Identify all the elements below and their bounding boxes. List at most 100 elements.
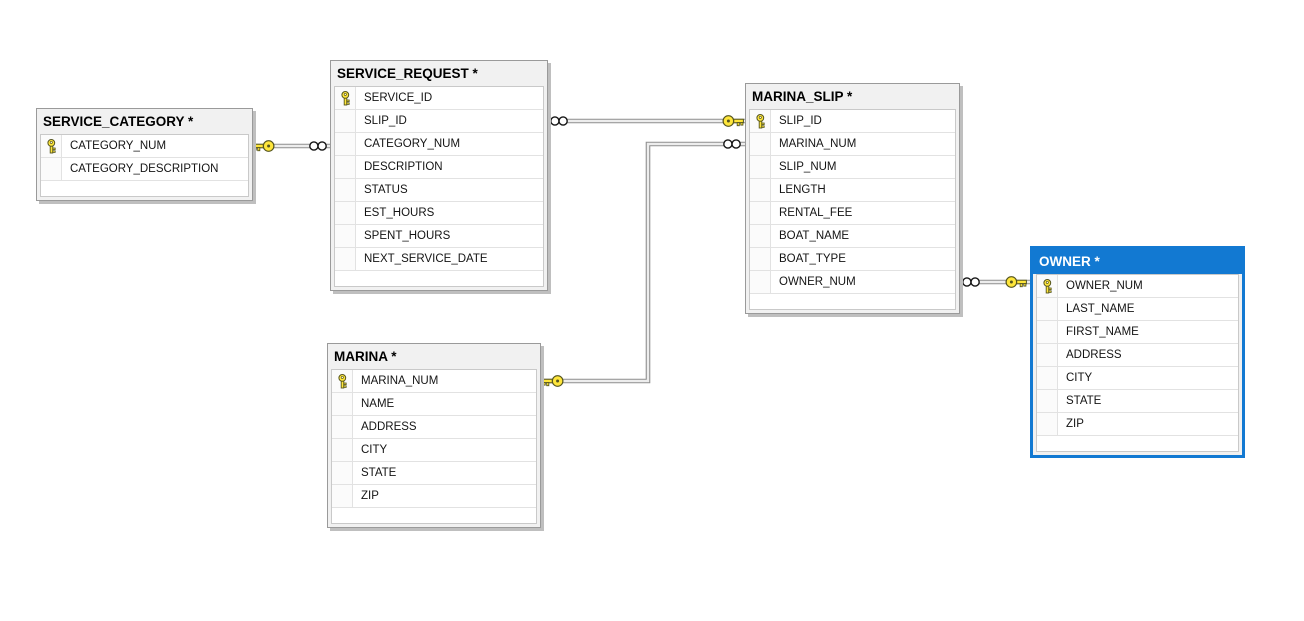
many-end-infinity-icon bbox=[309, 141, 327, 151]
key-cell-empty bbox=[335, 156, 356, 178]
column-name: NAME bbox=[361, 398, 395, 410]
column-name: OWNER_NUM bbox=[779, 276, 856, 288]
column-name: SLIP_ID bbox=[364, 115, 407, 127]
key-cell-empty bbox=[335, 225, 356, 247]
table-header[interactable]: OWNER * bbox=[1033, 249, 1242, 274]
column-name: NEXT_SERVICE_DATE bbox=[364, 253, 488, 265]
relationship-marina_slip-service_request[interactable] bbox=[548, 115, 745, 127]
column-row-state[interactable]: STATE bbox=[1037, 390, 1238, 413]
column-name: ADDRESS bbox=[1066, 349, 1122, 361]
key-cell-empty bbox=[332, 462, 353, 484]
column-row-state[interactable]: STATE bbox=[332, 462, 536, 485]
column-row-slip_num[interactable]: SLIP_NUM bbox=[750, 156, 955, 179]
relationship-owner-marina_slip[interactable] bbox=[960, 276, 1030, 288]
relationship-marina-marina_slip[interactable] bbox=[541, 139, 745, 387]
key-cell-empty bbox=[335, 110, 356, 132]
column-row-category_num[interactable]: CATEGORY_NUM bbox=[41, 135, 248, 158]
column-name: FIRST_NAME bbox=[1066, 326, 1139, 338]
table-columns: SERVICE_ID SLIP_ID CATEGORY_NUM DESCRIPTION… bbox=[334, 86, 544, 287]
many-end-infinity-icon bbox=[723, 139, 741, 149]
table-owner[interactable]: OWNER * OWNER_NUM LAST_NAME FIRST_NAME ADDR… bbox=[1030, 246, 1245, 458]
key-cell-empty bbox=[335, 133, 356, 155]
column-row-marina_num[interactable]: MARINA_NUM bbox=[750, 133, 955, 156]
column-row-est_hours[interactable]: EST_HOURS bbox=[335, 202, 543, 225]
column-name: CATEGORY_NUM bbox=[70, 140, 167, 152]
column-row-city[interactable]: CITY bbox=[1037, 367, 1238, 390]
column-row-owner_num[interactable]: OWNER_NUM bbox=[1037, 275, 1238, 298]
column-row-address[interactable]: ADDRESS bbox=[1037, 344, 1238, 367]
one-end-key-icon bbox=[722, 115, 745, 127]
column-name: SLIP_NUM bbox=[779, 161, 837, 173]
table-header[interactable]: SERVICE_CATEGORY * bbox=[43, 114, 194, 129]
column-row-owner_num[interactable]: OWNER_NUM bbox=[750, 271, 955, 294]
column-name: CITY bbox=[361, 444, 388, 456]
table-header[interactable]: MARINA_SLIP * bbox=[752, 89, 853, 104]
column-row-spent_hours[interactable]: SPENT_HOURS bbox=[335, 225, 543, 248]
column-row-boat_type[interactable]: BOAT_TYPE bbox=[750, 248, 955, 271]
key-cell-empty bbox=[750, 271, 771, 293]
many-end-infinity-icon bbox=[550, 116, 568, 126]
column-name: STATE bbox=[361, 467, 397, 479]
column-row-service_id[interactable]: SERVICE_ID bbox=[335, 87, 543, 110]
relationship-service_category-service_request[interactable] bbox=[253, 140, 330, 152]
key-cell-empty bbox=[41, 158, 62, 180]
column-row-zip[interactable]: ZIP bbox=[332, 485, 536, 508]
column-name: OWNER_NUM bbox=[1066, 280, 1143, 292]
table-header[interactable]: SERVICE_REQUEST * bbox=[337, 66, 478, 81]
one-end-key-icon bbox=[1005, 276, 1028, 288]
one-end-key-icon bbox=[253, 140, 275, 152]
column-name: CITY bbox=[1066, 372, 1093, 384]
column-row-slip_id[interactable]: SLIP_ID bbox=[335, 110, 543, 133]
column-row-slip_id[interactable]: SLIP_ID bbox=[750, 110, 955, 133]
key-cell-empty bbox=[750, 156, 771, 178]
column-name: ADDRESS bbox=[361, 421, 417, 433]
column-name: SERVICE_ID bbox=[364, 92, 433, 104]
empty-row bbox=[332, 508, 536, 523]
connector-line-highlight bbox=[541, 142, 745, 383]
key-icon bbox=[750, 110, 771, 132]
column-name: STATUS bbox=[364, 184, 408, 196]
column-row-name[interactable]: NAME bbox=[332, 393, 536, 416]
column-row-first_name[interactable]: FIRST_NAME bbox=[1037, 321, 1238, 344]
column-name: STATE bbox=[1066, 395, 1102, 407]
column-row-rental_fee[interactable]: RENTAL_FEE bbox=[750, 202, 955, 225]
column-name: LENGTH bbox=[779, 184, 826, 196]
column-name: CATEGORY_NUM bbox=[364, 138, 461, 150]
column-name: SLIP_ID bbox=[779, 115, 822, 127]
table-service_request[interactable]: SERVICE_REQUEST * SERVICE_ID SLIP_ID CATEG… bbox=[330, 60, 548, 291]
key-cell-empty bbox=[332, 416, 353, 438]
column-name: LAST_NAME bbox=[1066, 303, 1135, 315]
key-cell-empty bbox=[335, 179, 356, 201]
column-row-description[interactable]: DESCRIPTION bbox=[335, 156, 543, 179]
column-name: BOAT_TYPE bbox=[779, 253, 846, 265]
column-row-length[interactable]: LENGTH bbox=[750, 179, 955, 202]
column-name: DESCRIPTION bbox=[364, 161, 443, 173]
column-row-category_num[interactable]: CATEGORY_NUM bbox=[335, 133, 543, 156]
key-cell-empty bbox=[335, 248, 356, 270]
table-marina_slip[interactable]: MARINA_SLIP * SLIP_ID MARINA_NUM SLIP_NUM L… bbox=[745, 83, 960, 314]
column-row-next_service_date[interactable]: NEXT_SERVICE_DATE bbox=[335, 248, 543, 271]
column-row-last_name[interactable]: LAST_NAME bbox=[1037, 298, 1238, 321]
column-row-city[interactable]: CITY bbox=[332, 439, 536, 462]
table-header[interactable]: MARINA * bbox=[334, 349, 397, 364]
column-name: RENTAL_FEE bbox=[779, 207, 853, 219]
many-end-infinity-icon bbox=[962, 277, 980, 287]
table-marina[interactable]: MARINA * MARINA_NUM NAME ADDRESS CITY STATE Z… bbox=[327, 343, 541, 528]
column-row-address[interactable]: ADDRESS bbox=[332, 416, 536, 439]
key-cell-empty bbox=[1037, 367, 1058, 389]
key-cell-empty bbox=[332, 439, 353, 461]
column-row-boat_name[interactable]: BOAT_NAME bbox=[750, 225, 955, 248]
key-cell-empty bbox=[750, 225, 771, 247]
column-row-marina_num[interactable]: MARINA_NUM bbox=[332, 370, 536, 393]
key-cell-empty bbox=[332, 393, 353, 415]
column-name: ZIP bbox=[1066, 418, 1084, 430]
column-row-status[interactable]: STATUS bbox=[335, 179, 543, 202]
empty-row bbox=[1037, 436, 1238, 451]
key-cell-empty bbox=[1037, 413, 1058, 435]
column-row-zip[interactable]: ZIP bbox=[1037, 413, 1238, 436]
key-icon bbox=[332, 370, 353, 392]
column-row-category_description[interactable]: CATEGORY_DESCRIPTION bbox=[41, 158, 248, 181]
table-service_category[interactable]: SERVICE_CATEGORY * CATEGORY_NUM CATEGORY_… bbox=[36, 108, 253, 201]
key-cell-empty bbox=[750, 248, 771, 270]
